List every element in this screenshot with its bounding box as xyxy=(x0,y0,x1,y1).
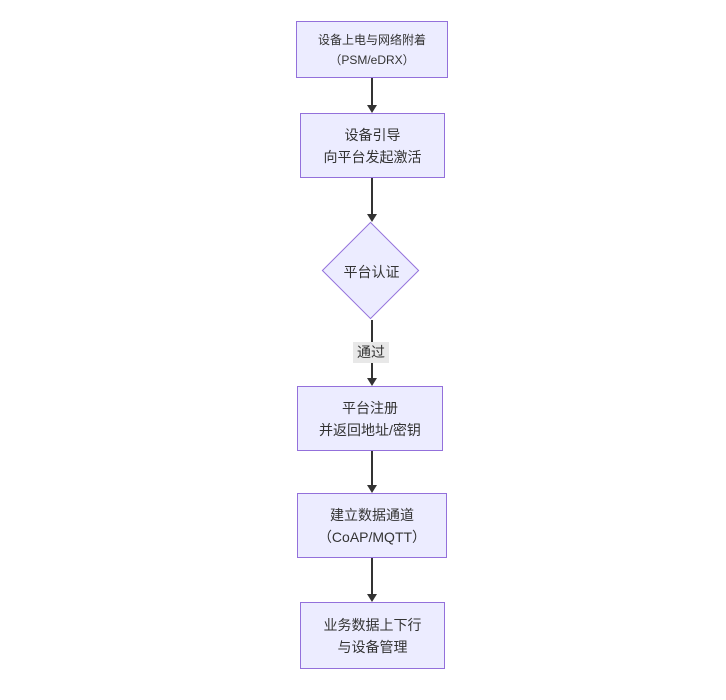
edge-power-to-bootstrap xyxy=(371,78,373,106)
edge-register-to-channel xyxy=(371,451,373,486)
node-business-line2: 与设备管理 xyxy=(337,638,408,655)
node-register-line2: 并返回地址/密钥 xyxy=(319,421,421,438)
arrowhead-icon xyxy=(367,214,377,222)
node-channel-line1: 建立数据通道 xyxy=(330,506,414,523)
arrowhead-icon xyxy=(367,594,377,602)
node-business: 业务数据上下行 与设备管理 xyxy=(300,602,445,669)
node-register-line1: 平台注册 xyxy=(342,399,398,416)
node-business-line1: 业务数据上下行 xyxy=(323,616,422,633)
node-bootstrap-line1: 设备引导 xyxy=(344,126,401,143)
node-power-attach: 设备上电与网络附着 （PSM/eDRX） xyxy=(296,21,448,78)
edge-channel-to-business xyxy=(371,558,373,595)
arrowhead-icon xyxy=(367,378,377,386)
edge-label-pass: 通过 xyxy=(353,342,389,363)
node-channel-line2: （CoAP/MQTT） xyxy=(317,528,427,545)
arrowhead-icon xyxy=(367,485,377,493)
node-auth-decision: 平台认证 xyxy=(321,221,421,321)
node-power-attach-line1: 设备上电与网络附着 xyxy=(317,32,426,47)
edge-bootstrap-to-auth xyxy=(371,178,373,216)
node-auth-label: 平台认证 xyxy=(343,263,400,280)
node-register: 平台注册 并返回地址/密钥 xyxy=(297,386,443,451)
node-power-attach-line2: （PSM/eDRX） xyxy=(329,52,415,67)
node-channel: 建立数据通道 （CoAP/MQTT） xyxy=(297,493,447,558)
arrowhead-icon xyxy=(367,105,377,113)
node-bootstrap: 设备引导 向平台发起激活 xyxy=(300,113,445,178)
node-bootstrap-line2: 向平台发起激活 xyxy=(323,148,422,165)
